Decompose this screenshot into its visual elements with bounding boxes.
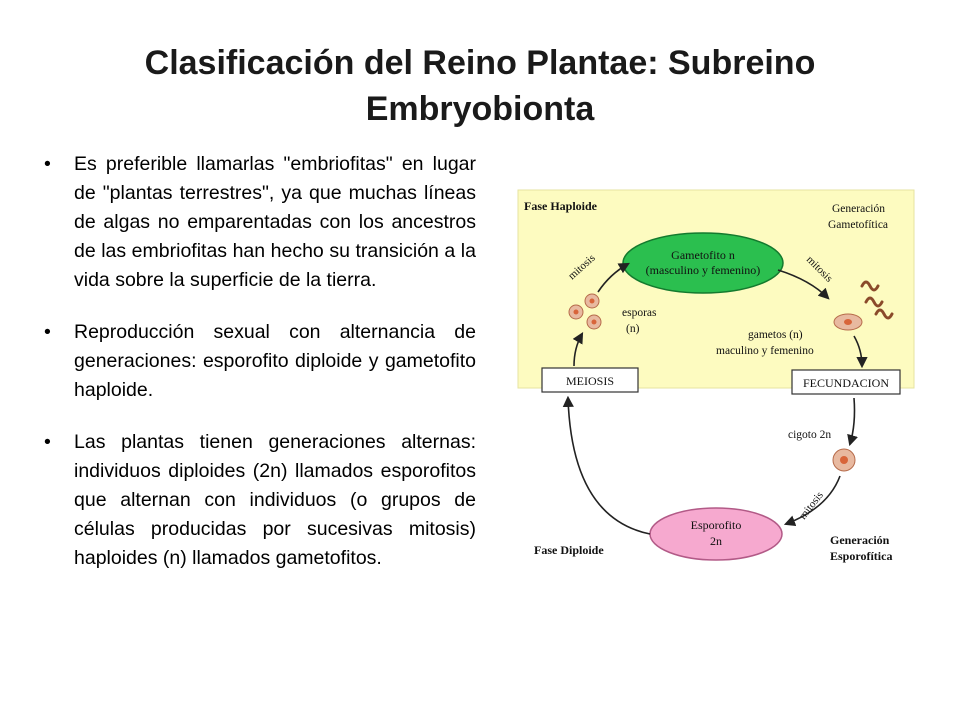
bullet-item: • Reproducción sexual con alternancia de…	[40, 318, 476, 405]
bullet-list: • Es preferible llamarlas "embriofitas" …	[40, 150, 476, 596]
gametofito-label-1: Gametofito n	[671, 248, 735, 262]
fase-diploide-label: Fase Diploide	[534, 543, 604, 557]
arrow-gametos-to-fecundacion	[853, 335, 868, 369]
bullet-marker: •	[44, 321, 51, 343]
bullet-item: • Las plantas tienen generaciones altern…	[40, 428, 476, 573]
meiosis-box	[541, 367, 639, 393]
bullet-marker: •	[44, 153, 51, 175]
gametos-cells	[833, 280, 894, 331]
arrow-esporofito-to-meiosis	[562, 395, 651, 535]
bullet-text: Es preferible llamarlas "embriofitas" en…	[74, 153, 476, 291]
fase-haploide-label: Fase Haploide	[524, 199, 598, 213]
cigoto-cell	[832, 448, 856, 472]
gametos-label-1: gametos (n)	[748, 329, 803, 341]
cigoto-label: cigoto 2n	[788, 429, 831, 441]
bullet-text: Las plantas tienen generaciones alternas…	[74, 431, 476, 569]
arrow-gametofito-to-gametos	[777, 269, 830, 300]
esporofito-label-2: 2n	[710, 534, 722, 548]
generacion-gametofitica-label-1: Generación	[832, 203, 885, 215]
fecundacion-box	[791, 369, 901, 395]
esporas-label-1: esporas	[622, 307, 657, 319]
gametofito-label-2: (masculino y femenino)	[646, 263, 761, 277]
generacion-esporofitica-label-1: Generación	[830, 533, 890, 547]
esporofito-label-1: Esporofito	[691, 518, 742, 532]
bullet-item: • Es preferible llamarlas "embriofitas" …	[40, 150, 476, 295]
meiosis-label: MEIOSIS	[566, 374, 614, 388]
fecundacion-label: FECUNDACION	[803, 376, 889, 390]
bullet-marker: •	[44, 431, 51, 453]
gametos-label-2: maculino y femenino	[716, 345, 814, 357]
arrow-esporas-to-gametofito	[597, 262, 630, 293]
slide-title: Clasificación del Reino Plantae: Subrein…	[144, 44, 816, 128]
generacion-gametofitica-label-2: Gametofítica	[828, 219, 888, 231]
arrow-cigoto-to-esporofito	[783, 475, 841, 527]
life-cycle-diagram: Fase Haploide Generación Gametofítica Ga…	[510, 188, 920, 578]
generacion-esporofitica-label-2: Esporofítica	[830, 549, 892, 563]
arrow-meiosis-to-esporas	[572, 332, 584, 367]
arrow-fecundacion-to-cigoto	[847, 397, 858, 447]
bullet-text: Reproducción sexual con alternancia de g…	[74, 321, 476, 401]
esporas-cells	[568, 293, 602, 330]
esporas-label-2: (n)	[626, 323, 640, 335]
